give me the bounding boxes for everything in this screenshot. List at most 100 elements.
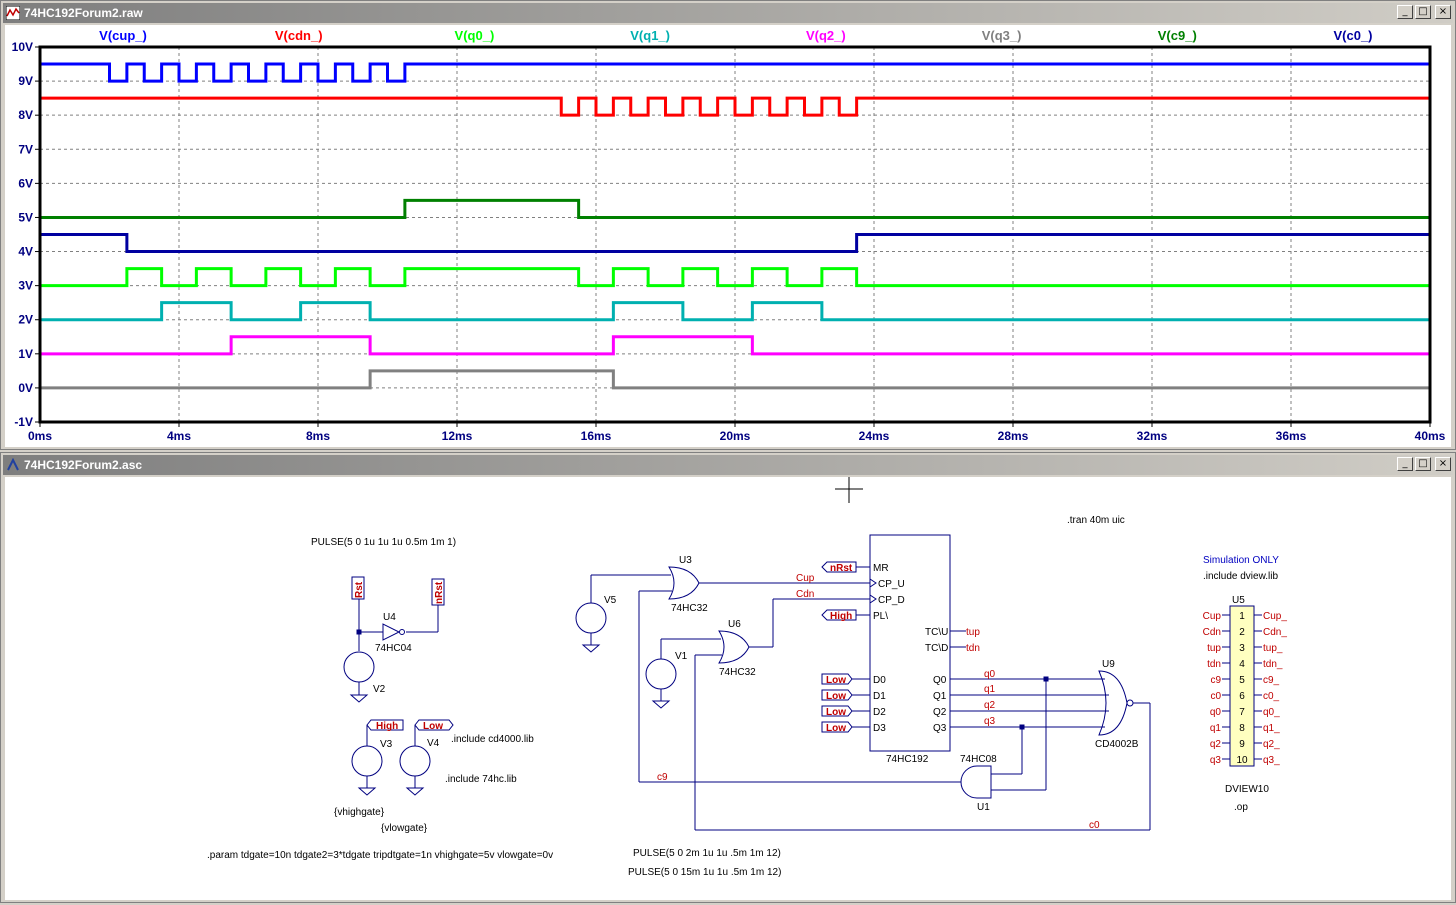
voltage-source-v4[interactable] [399, 745, 431, 777]
dview-net-out: Cup_ [1263, 611, 1287, 622]
x-tick-label: 36ms [1276, 429, 1307, 443]
net-q1: q1 [984, 684, 996, 695]
dview-net-in: Cdn [1203, 627, 1221, 638]
y-tick-label: 4V [18, 245, 33, 259]
u4-name: U4 [383, 612, 396, 623]
net-cup: Cup [796, 573, 815, 584]
legend-entry: V(q3_) [982, 28, 1022, 43]
x-tick-label: 4ms [167, 429, 191, 443]
series-line-vcup [40, 62, 1430, 83]
voltage-source-v5[interactable] [575, 602, 607, 634]
close-button[interactable]: × [1435, 5, 1451, 19]
schematic-app-icon [7, 458, 19, 471]
pin-q1: Q1 [933, 691, 947, 702]
flag-low-v4: Low [414, 719, 454, 732]
net-cdn: Cdn [796, 589, 814, 600]
dview-net-in: c9 [1210, 675, 1221, 686]
tran-directive: .tran 40m uic [1067, 515, 1125, 526]
y-tick-label: -1V [14, 415, 33, 429]
maximize-button[interactable]: □ [1415, 5, 1431, 19]
schematic-drawing[interactable]: Rst nRst High Low nRst High Low Low Low … [5, 475, 1453, 900]
maximize-button[interactable]: □ [1415, 457, 1431, 471]
dview-pin-number: 2 [1239, 627, 1245, 638]
pin-q3: Q3 [933, 723, 947, 734]
and-gate-u1[interactable] [960, 765, 992, 799]
voltage-source-v3[interactable] [351, 745, 383, 777]
y-tick-label: 6V [18, 176, 33, 190]
close-button[interactable]: × [1435, 457, 1451, 471]
op-directive: .op [1234, 802, 1248, 813]
dview-net-out: q3_ [1263, 755, 1280, 766]
pulse-v2-label: PULSE(5 0 1u 1u 1u 0.5m 1m 1) [311, 537, 456, 548]
x-tick-label: 12ms [442, 429, 473, 443]
dview-net-in: tup [1207, 643, 1221, 654]
flag-low-d3: Low [821, 721, 853, 734]
legend-entry: V(c9_) [1158, 28, 1197, 43]
param-directive: .param tdgate=10n tdgate2=3*tdgate tripd… [207, 850, 553, 861]
dview-pin-number: 10 [1236, 755, 1248, 766]
u4-type: 74HC04 [375, 643, 412, 654]
svg-text:nRst: nRst [830, 563, 853, 574]
x-tick-label: 16ms [581, 429, 612, 443]
dview-pin-number: 6 [1239, 691, 1245, 702]
waveform-titlebar[interactable]: 74HC192Forum2.raw _ □ × [3, 3, 1453, 23]
pin-d3: D3 [873, 723, 886, 734]
pin-tc-u: TC\U [925, 627, 948, 638]
schematic-canvas[interactable]: Rst nRst High Low nRst High Low Low Low … [5, 475, 1453, 900]
dview-pin-number: 3 [1239, 643, 1245, 654]
x-tick-label: 28ms [998, 429, 1029, 443]
minimize-button[interactable]: _ [1397, 5, 1413, 19]
v4-name: V4 [427, 738, 440, 749]
v1-name: V1 [675, 651, 688, 662]
pin-d2: D2 [873, 707, 886, 718]
pin-cp-u: CP_U [878, 579, 905, 590]
dview10-block[interactable] [1229, 605, 1255, 767]
pin-tc-d: TC\D [925, 643, 948, 654]
y-tick-label: 3V [18, 279, 33, 293]
flag-low-d2: Low [821, 705, 853, 718]
or-gate-u3[interactable] [668, 566, 700, 600]
dview-net-out: q1_ [1263, 723, 1280, 734]
x-tick-label: 40ms [1415, 429, 1446, 443]
svg-text:High: High [376, 721, 398, 732]
y-tick-label: 1V [18, 347, 33, 361]
u5-name: U5 [1232, 595, 1245, 606]
inverter-u4[interactable] [382, 623, 401, 641]
waveform-app-icon [6, 6, 20, 20]
include-cd4000: .include cd4000.lib [451, 734, 534, 745]
svg-text:Rst: Rst [354, 581, 365, 598]
dview-net-out: c9_ [1263, 675, 1280, 686]
crosshair-cursor [835, 475, 863, 503]
schematic-titlebar[interactable]: 74HC192Forum2.asc _ □ × [3, 455, 1453, 475]
dview10-label: DVIEW10 [1225, 784, 1269, 795]
legend-entry: V(q0_) [455, 28, 495, 43]
voltage-source-v2[interactable] [343, 651, 375, 683]
dview-net-in: c0 [1210, 691, 1221, 702]
x-tick-label: 24ms [859, 429, 890, 443]
svg-text:High: High [830, 611, 852, 622]
minimize-button[interactable]: _ [1397, 457, 1413, 471]
voltage-source-v1[interactable] [645, 658, 677, 690]
nor-gate-u9[interactable] [1098, 670, 1128, 736]
or-gate-u6[interactable] [718, 630, 750, 664]
schematic-window[interactable]: 74HC192Forum2.asc _ □ × [0, 452, 1456, 903]
pin-cp-d: CP_D [878, 595, 905, 606]
pin-d1: D1 [873, 691, 886, 702]
u9-name: U9 [1102, 659, 1115, 670]
series-line-vc0 [40, 233, 1430, 254]
series-line-vcdn [40, 96, 1430, 117]
simulation-only-note: Simulation ONLY [1203, 555, 1279, 566]
pulse-v1-label: PULSE(5 0 2m 1u 1u .5m 1m 12) [633, 848, 781, 859]
dview-net-in: q1 [1210, 723, 1222, 734]
series-line-vc9 [40, 198, 1430, 219]
legend-entry: V(q1_) [630, 28, 670, 43]
dview-net-in: tdn [1207, 659, 1221, 670]
plot-border [38, 45, 1432, 424]
u3-name: U3 [679, 555, 692, 566]
counter-74hc192[interactable] [869, 534, 951, 752]
vhighgate-value: {vhighgate} [334, 807, 385, 818]
series-line-vq0 [40, 267, 1430, 288]
